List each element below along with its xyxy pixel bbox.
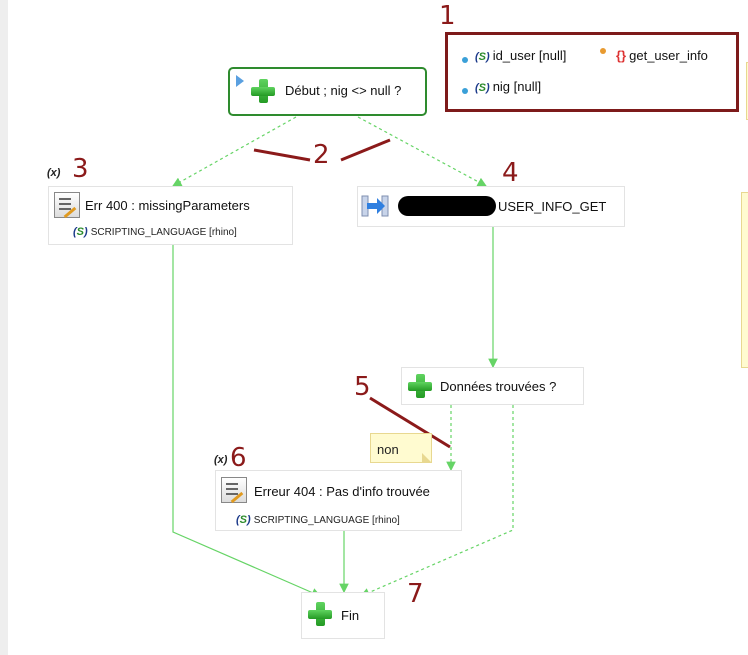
condition-label-text: non (377, 442, 399, 457)
side-note-middle (741, 192, 748, 368)
err400-title: Err 400 : missingParameters (85, 198, 250, 213)
function-dot-icon (600, 48, 606, 54)
annotation-stroke-5 (369, 396, 451, 449)
err400-subtitle: (S)SCRIPTING_LANGUAGE [rhino] (73, 226, 237, 238)
flow-connectors (171, 116, 514, 598)
script-language-icon: (S) (236, 514, 251, 526)
braces-icon: {} (616, 48, 627, 63)
service-call-icon (361, 195, 389, 217)
err404-node[interactable]: Erreur 404 : Pas d'info trouvée (S)SCRIP… (215, 470, 462, 531)
found-node[interactable]: Données trouvées ? (401, 367, 584, 405)
end-node-title: Fin (341, 608, 360, 623)
script-language-icon: (S) (73, 226, 88, 238)
condition-label-non: non (370, 433, 432, 463)
end-node[interactable]: Fin (301, 592, 385, 639)
annotation-number-7: 7 (407, 579, 424, 609)
annotation-number-4: 4 (502, 158, 519, 188)
edge-start-err400 (171, 116, 297, 187)
edge-found-end (359, 405, 514, 598)
variable-dot-icon (462, 57, 468, 63)
edge-start-call (357, 116, 488, 187)
found-node-title: Données trouvées ? (440, 379, 557, 394)
err400-marker: (x) (47, 167, 61, 179)
err404-subtitle: (S)SCRIPTING_LANGUAGE [rhino] (236, 514, 400, 526)
call-node[interactable]: USER_INFO_GET (357, 186, 625, 227)
annotation-number-6: 6 (230, 443, 247, 473)
redacted-text (398, 196, 496, 216)
annotation-number-1: 1 (439, 1, 456, 31)
script-edit-icon (221, 477, 247, 504)
play-icon (236, 75, 244, 87)
variable-get-user-info[interactable]: {}get_user_info (616, 48, 708, 63)
edge-err400-end (172, 245, 322, 598)
err404-marker: (x) (214, 454, 228, 466)
start-node[interactable]: Début ; nig <> null ? (228, 67, 427, 116)
err400-node[interactable]: Err 400 : missingParameters (S)SCRIPTING… (48, 186, 293, 245)
plus-icon (407, 373, 433, 399)
string-type-icon: (S) (475, 82, 490, 94)
variable-dot-icon (462, 88, 468, 94)
string-type-icon: (S) (475, 51, 490, 63)
side-note-top (746, 62, 748, 120)
script-edit-icon (54, 192, 80, 219)
err404-title: Erreur 404 : Pas d'info trouvée (254, 484, 430, 499)
variable-id-user[interactable]: (S)id_user [null] (475, 48, 567, 63)
annotation-number-2: 2 (313, 140, 330, 170)
note-fold (422, 453, 432, 463)
annotation-number-5: 5 (354, 372, 371, 402)
plus-icon (307, 601, 333, 627)
side-note-lines (742, 193, 748, 369)
annotation-stroke-2b (340, 138, 391, 162)
variables-panel: (S)id_user [null] {}get_user_info (S)nig… (445, 32, 739, 112)
variable-nig[interactable]: (S)nig [null] (475, 79, 542, 94)
call-node-title: USER_INFO_GET (498, 199, 607, 214)
annotation-number-3: 3 (72, 154, 89, 184)
start-node-title: Début ; nig <> null ? (285, 83, 402, 98)
plus-icon (250, 78, 276, 104)
annotation-stroke-2a (253, 148, 311, 162)
